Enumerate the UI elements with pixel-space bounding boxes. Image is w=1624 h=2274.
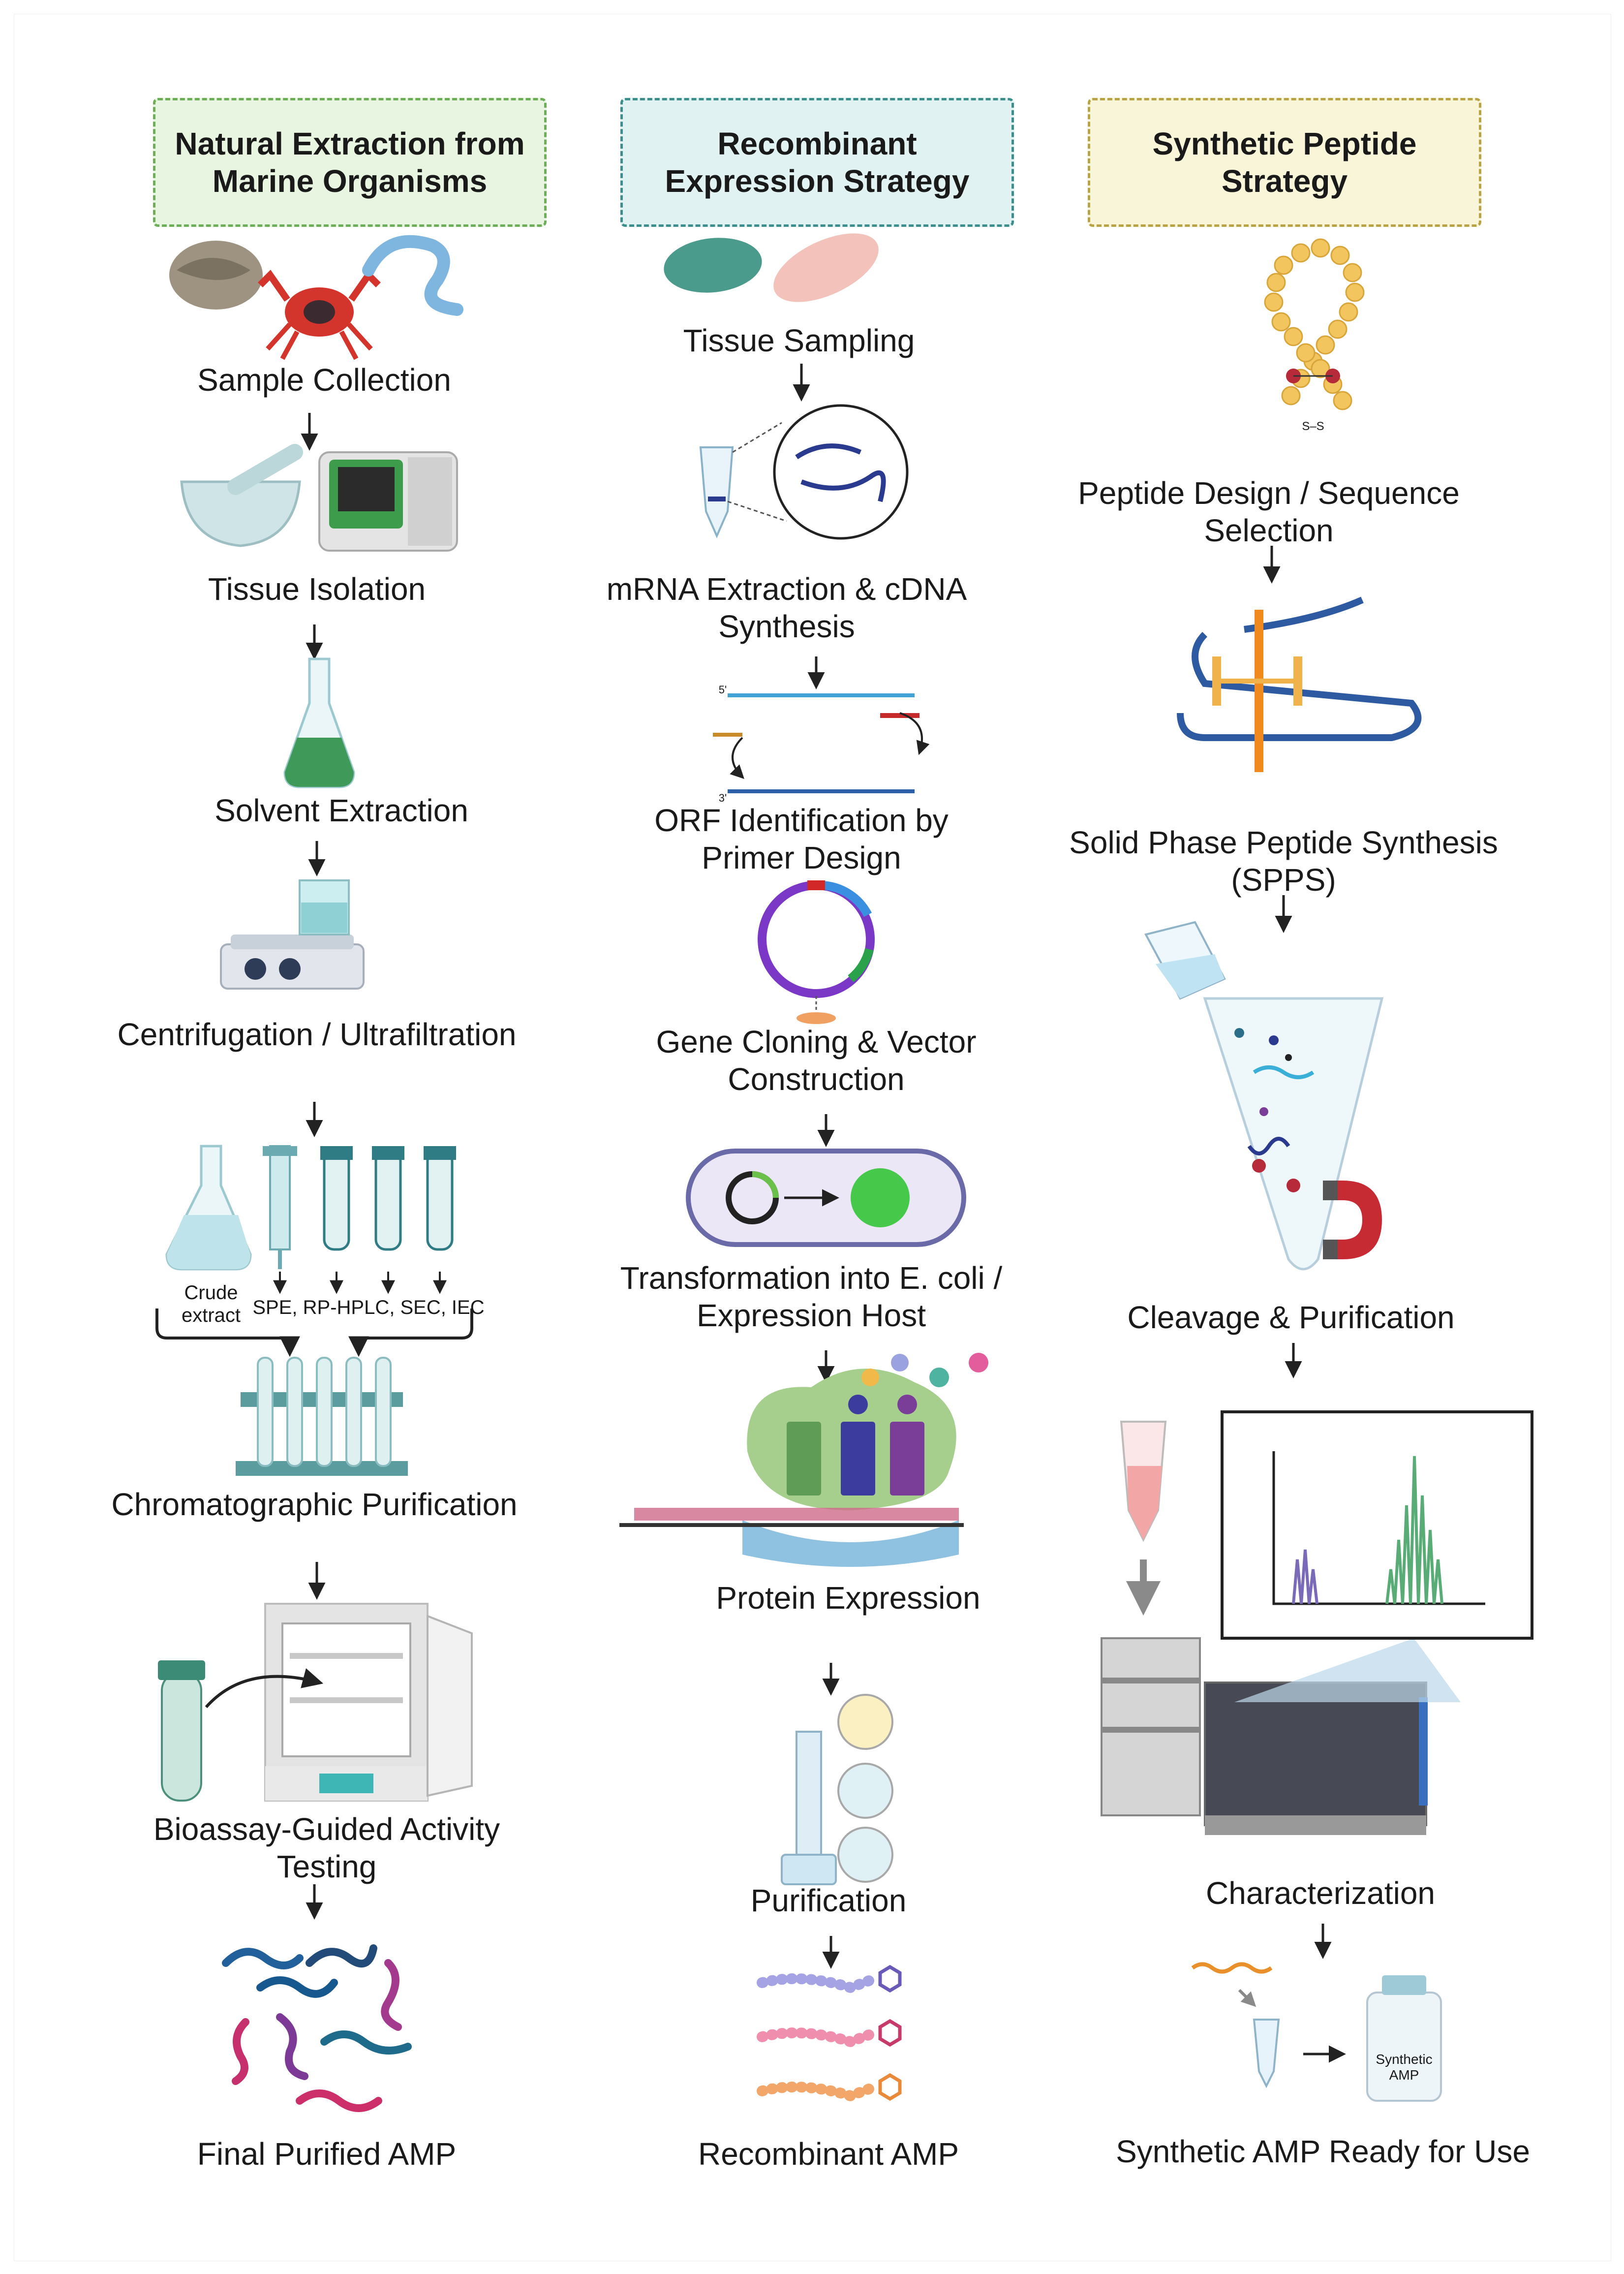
recombinant-peptides-icon: [757, 1973, 876, 2102]
step-mrna-extraction: mRNA Extraction & cDNA Synthesis: [606, 571, 967, 644]
rack-icon: [236, 1357, 408, 1476]
step-purification: Purification: [750, 1883, 907, 1918]
mortar-pestle-icon: [180, 444, 303, 547]
flask-crude-icon: [165, 1145, 252, 1271]
column-icon: [263, 1145, 297, 1269]
step-centrifugation: Centrifugation / Ultrafiltration: [117, 1017, 517, 1052]
step-transformation: Transformation into E. coli / Expression…: [620, 1260, 1003, 1333]
step-spps: Solid Phase Peptide Synthesis (SPPS): [1069, 825, 1498, 898]
step-protein-expression: Protein Expression: [716, 1580, 981, 1616]
purification-column-icon: [781, 1694, 893, 1885]
step-synthetic-amp-ready: Synthetic AMP Ready for Use: [1116, 2134, 1530, 2169]
step-gene-cloning: Gene Cloning & Vector Construction: [656, 1024, 977, 1097]
step-sample-collection: Sample Collection: [197, 362, 451, 398]
magnet-icon: [1323, 1181, 1382, 1259]
mrna-icon: [699, 404, 909, 540]
step-cleavage-purification: Cleavage & Purification: [1127, 1300, 1455, 1335]
ecoli-icon: [686, 1149, 966, 1247]
step-characterization: Characterization: [1206, 1875, 1435, 1911]
hplc-icon: [1101, 1421, 1428, 1835]
tube-icon: [320, 1146, 353, 1251]
step-tissue-sampling: Tissue Sampling: [683, 323, 915, 358]
tissue-samples-icon: [664, 233, 879, 302]
figure-canvas: Natural Extraction from Marine Organisms…: [14, 14, 1611, 2261]
header-natural-extraction: Natural Extraction from Marine Organisms: [153, 98, 547, 227]
methods-label: SPE, RP-HPLC, SEC, IEC: [252, 1297, 485, 1318]
step-solvent-extraction: Solvent Extraction: [214, 793, 468, 828]
header-recombinant-expression: Recombinant Expression Strategy: [620, 98, 1014, 227]
step-final-purified-amp: Final Purified AMP: [197, 2136, 457, 2172]
step-recombinant-amp: Recombinant AMP: [698, 2136, 959, 2172]
vial-icon: [1191, 1962, 1442, 2102]
step-chromatographic-purification: Chromatographic Purification: [111, 1487, 518, 1522]
worm-icon: [362, 235, 463, 316]
strand-3-label: 3': [718, 792, 727, 804]
step-bioassay: Bioassay-Guided Activity Testing: [153, 1811, 500, 1884]
cleavage-tube-icon: [1144, 921, 1384, 1271]
primer-design-icon: [713, 693, 930, 793]
chromatogram-icon: [1221, 1410, 1533, 1702]
illustrations: [155, 233, 1533, 2112]
tube-icon: [372, 1146, 404, 1251]
step-orf-identification: ORF Identification by Primer Design: [654, 803, 949, 875]
crude-extract-label: Crude extract: [181, 1282, 241, 1326]
incubator-icon: [264, 1603, 473, 1802]
step-tissue-isolation: Tissue Isolation: [208, 571, 426, 607]
crab-icon: [258, 270, 381, 360]
strand-5-label: 5': [718, 684, 727, 696]
ribosome-icon: [619, 1353, 988, 1567]
vial-label: Synthetic AMP: [1376, 2052, 1433, 2083]
stirrer-icon: [220, 879, 365, 990]
oyster-icon: [169, 241, 263, 310]
flask-icon: [283, 657, 355, 788]
step-peptide-design: Peptide Design / Sequence Selection: [1078, 475, 1460, 548]
header-synthetic-peptide: Synthetic Peptide Strategy: [1088, 98, 1481, 227]
homogenizer-icon: [318, 451, 458, 552]
spps-icon: [1177, 596, 1422, 772]
peptide-chain-icon: [1264, 238, 1365, 410]
plasmid-icon: [758, 880, 875, 1024]
tube-icon: [424, 1146, 456, 1251]
disulfide-label: S–S: [1302, 420, 1324, 433]
tube-icon: [158, 1660, 205, 1802]
final-peptides-icon: [222, 1944, 412, 2112]
